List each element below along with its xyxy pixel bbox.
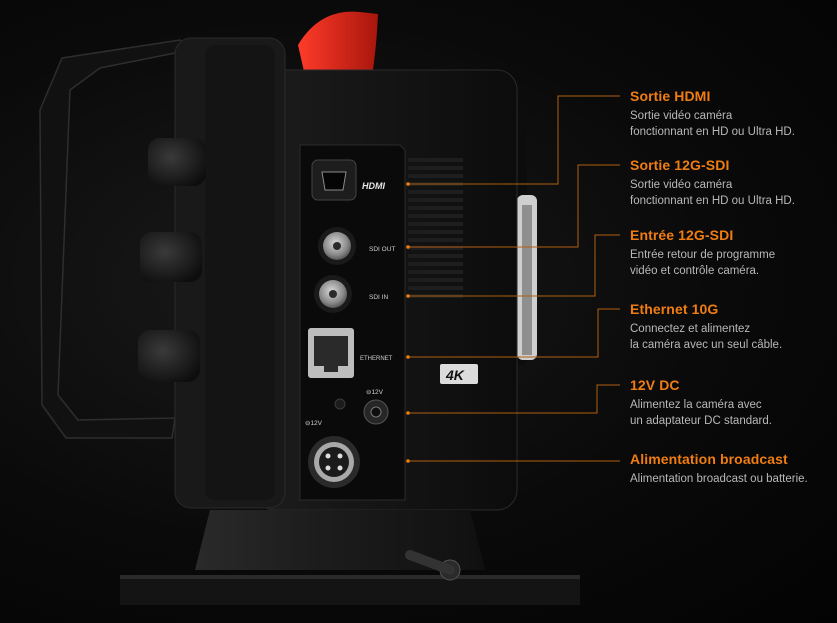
callout-lines bbox=[408, 95, 620, 462]
callout-title: Ethernet 10G bbox=[630, 301, 719, 317]
xlr-12v-label: ⊖12V bbox=[305, 420, 323, 427]
callout-desc-line1: Alimentez la caméra avec bbox=[630, 399, 762, 411]
callout-desc-line2: fonctionnant en HD ou Ultra HD. bbox=[630, 126, 795, 138]
callout-desc-line2: la caméra avec un seul câble. bbox=[630, 339, 783, 351]
callout-ethernet: Ethernet 10G Connectez et alimentez la c… bbox=[630, 301, 830, 353]
4k-badge-bg bbox=[440, 364, 478, 384]
sdi-in-label: SDI IN bbox=[369, 294, 388, 301]
callout-12v-dc: 12V DC Alimentez la caméra avec un adapt… bbox=[630, 377, 830, 429]
callout-hdmi: Sortie HDMI Sortie vidéo caméra fonction… bbox=[630, 88, 830, 140]
callout-desc-line1: Sortie vidéo caméra bbox=[630, 179, 733, 191]
callout-desc-line2: un adaptateur DC standard. bbox=[630, 415, 772, 427]
callout-desc-line1: Connectez et alimentez bbox=[630, 323, 751, 335]
callout-sdi-in: Entrée 12G-SDI Entrée retour de programm… bbox=[630, 227, 830, 279]
sdi-out-label: SDI OUT bbox=[369, 246, 395, 253]
callout-title: 12V DC bbox=[630, 377, 680, 393]
callout-dots bbox=[406, 182, 410, 463]
hdmi-logo: HDMI bbox=[362, 181, 385, 191]
callout-desc-line2: fonctionnant en HD ou Ultra HD. bbox=[630, 195, 795, 207]
ethernet-label: ETHERNET bbox=[360, 356, 393, 362]
callout-desc-line2: vidéo et contrôle caméra. bbox=[630, 265, 760, 277]
callout-title: Entrée 12G-SDI bbox=[630, 227, 734, 243]
control-knobs bbox=[138, 138, 206, 382]
callout-broadcast-power: Alimentation broadcast Alimentation broa… bbox=[630, 451, 830, 487]
callout-desc-line1: Alimentation broadcast ou batterie. bbox=[630, 473, 808, 485]
callout-title: Sortie HDMI bbox=[630, 88, 711, 104]
callout-title: Sortie 12G-SDI bbox=[630, 157, 730, 173]
callout-sdi-out: Sortie 12G-SDI Sortie vidéo caméra fonct… bbox=[630, 157, 830, 209]
callout-title: Alimentation broadcast bbox=[630, 451, 788, 467]
base-plate bbox=[120, 510, 580, 605]
dc-12v-label: ⊖12V bbox=[366, 389, 384, 396]
callout-desc-line1: Sortie vidéo caméra bbox=[630, 110, 733, 122]
4k-badge: 4K bbox=[445, 367, 465, 383]
connector-panel bbox=[299, 144, 406, 501]
callout-desc-line1: Entrée retour de programme bbox=[630, 249, 776, 261]
side-handle bbox=[39, 37, 286, 509]
